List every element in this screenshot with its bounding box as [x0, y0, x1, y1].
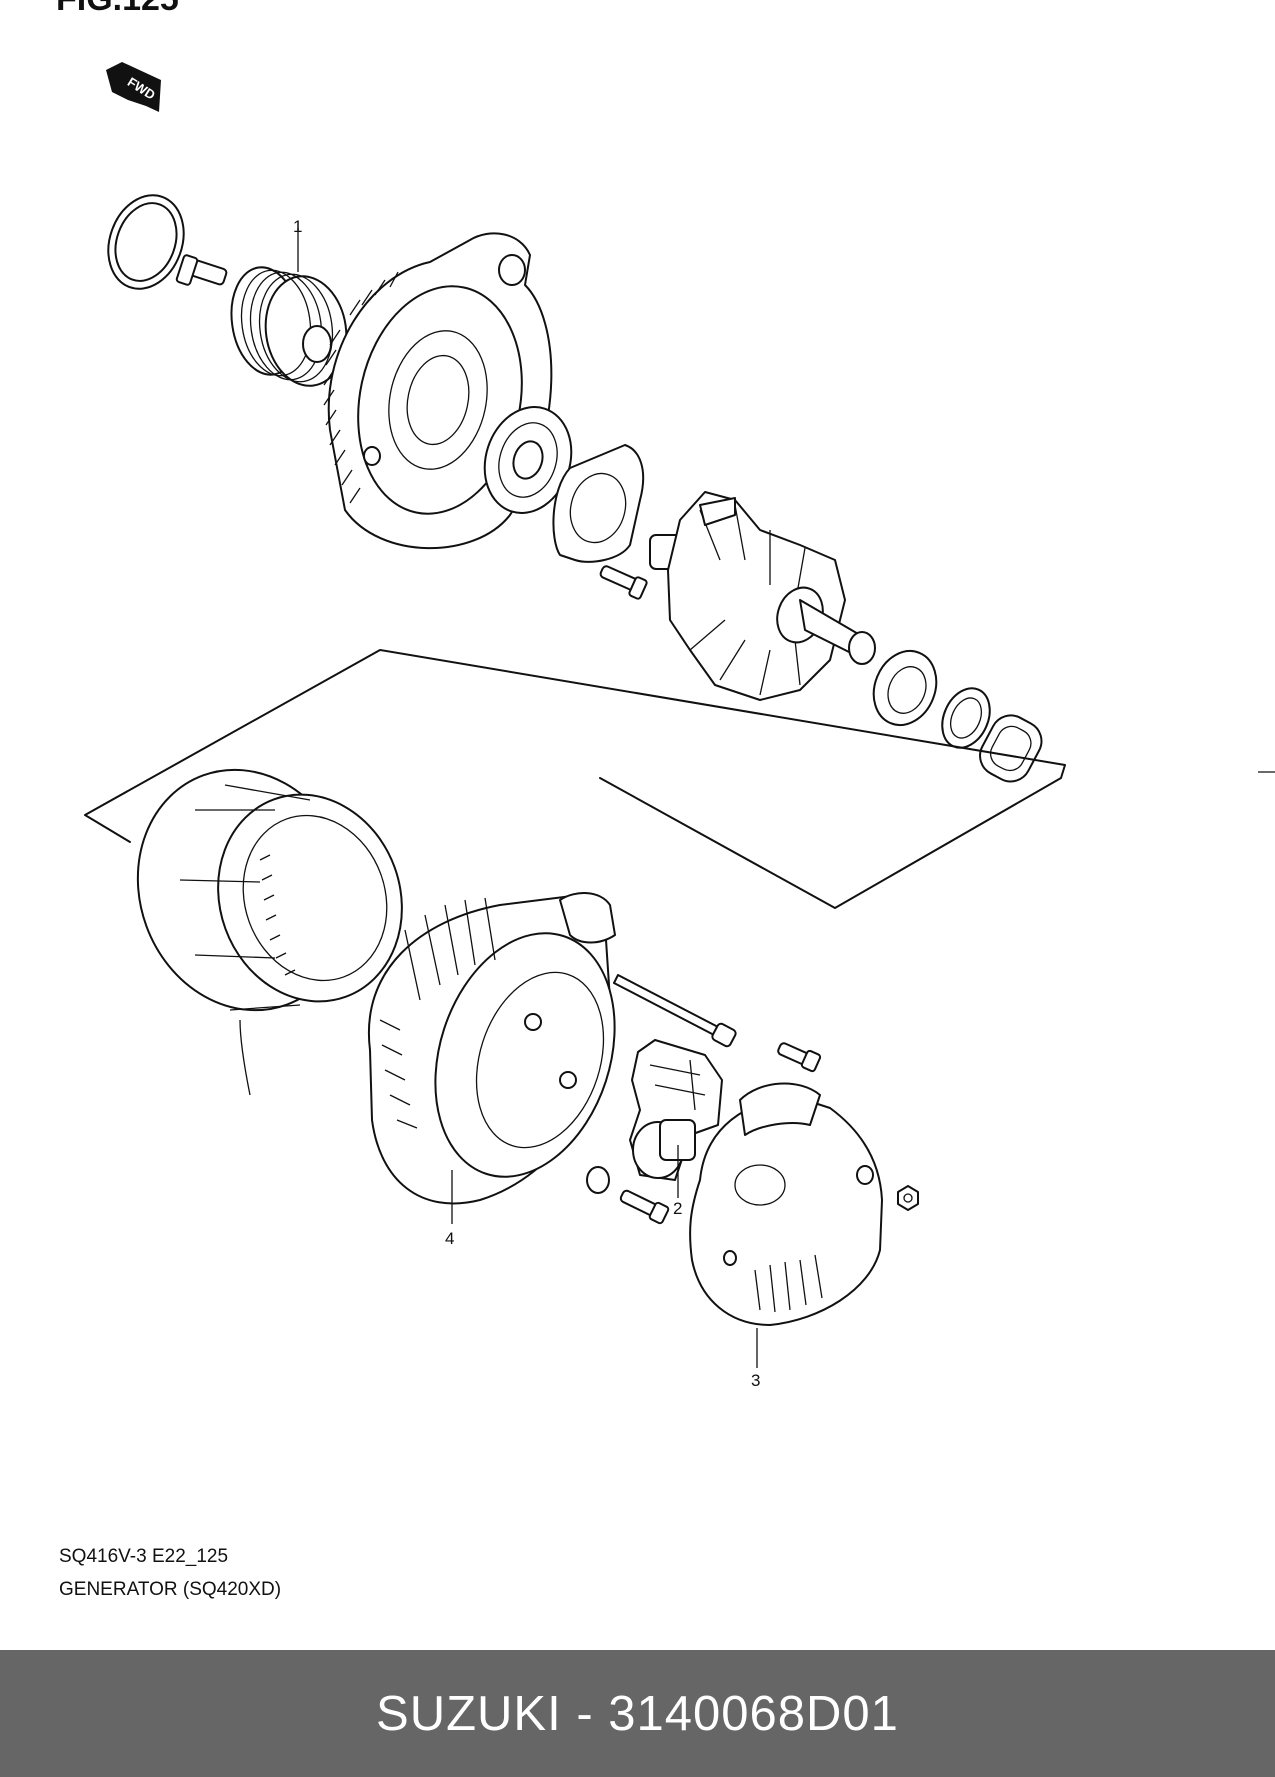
bushing	[586, 1166, 610, 1194]
pulley	[230, 266, 348, 387]
rotor	[649, 491, 876, 701]
rectifier-cover	[689, 1082, 883, 1326]
bearing-retainer-plate	[552, 444, 645, 563]
callout-1: 1	[293, 217, 302, 236]
retaining-ring	[107, 194, 185, 290]
plate-screw	[599, 565, 648, 600]
stator	[136, 768, 403, 1096]
generator-exploded-diagram: FIG.125 FWD 1	[56, 0, 1275, 1390]
footer-banner: SUZUKI - 3140068D01	[0, 1650, 1275, 1777]
terminal-bolt	[777, 1042, 822, 1073]
footer-part-number: SUZUKI - 3140068D01	[376, 1686, 899, 1741]
figure-title: FIG.125	[56, 0, 179, 18]
through-bolt	[613, 974, 737, 1048]
pulley-bolt	[175, 254, 228, 286]
rear-bearing	[872, 650, 938, 726]
rear-end-frame	[367, 892, 616, 1205]
fwd-arrow-icon: FWD	[106, 62, 161, 112]
front-bearing	[483, 406, 573, 514]
regulator-screw	[619, 1189, 670, 1225]
callout-4: 4	[445, 1229, 454, 1248]
voltage-regulator	[629, 1039, 723, 1181]
callout-2: 2	[673, 1199, 682, 1218]
callout-3: 3	[751, 1371, 760, 1390]
terminal-nut	[897, 1185, 919, 1211]
grouping-outline	[84, 649, 1066, 909]
diagram-name: GENERATOR (SQ420XD)	[59, 1579, 282, 1600]
diagram-code: SQ416V-3 E22_125	[59, 1546, 229, 1567]
